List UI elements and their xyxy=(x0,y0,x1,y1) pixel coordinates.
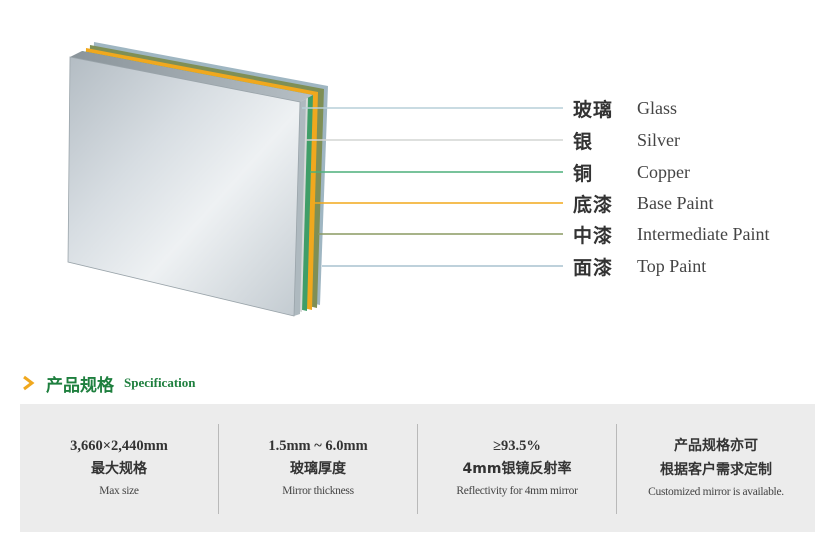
layer-label-en: Intermediate Paint xyxy=(637,223,770,244)
layer-label-top-paint: 面漆 Top Paint xyxy=(573,252,706,280)
layer-label-cn: 银 xyxy=(573,130,594,153)
layer-label-intermediate-paint: 中漆 Intermediate Paint xyxy=(573,220,769,248)
divider xyxy=(218,424,219,514)
spec-item-reflectivity: ≥93.5% 4mm银镜反射率 Reflectivity for 4mm mir… xyxy=(418,404,616,532)
specification-title-cn: 产品规格 xyxy=(46,375,114,396)
spec-value: 1.5mm ~ 6.0mm xyxy=(268,438,368,454)
spec-item-thickness: 1.5mm ~ 6.0mm 玻璃厚度 Mirror thickness xyxy=(219,404,417,532)
spec-item-customization: 产品规格亦可 根据客户需求定制 Customized mirror is ava… xyxy=(617,404,815,532)
spec-label-cn: 最大规格 xyxy=(91,461,147,477)
specification-title-en: Specification xyxy=(124,375,196,390)
glass-top-edge xyxy=(70,51,313,102)
layer-label-cn: 玻璃 xyxy=(573,98,614,121)
spec-value: 3,660×2,440mm xyxy=(70,438,168,454)
mirror-layer-diagram xyxy=(67,42,563,317)
spec-item-max-size: 3,660×2,440mm 最大规格 Max size xyxy=(20,404,218,532)
spec-label-cn-line1: 产品规格亦可 xyxy=(674,438,758,454)
layer-label-en: Glass xyxy=(637,97,677,118)
layer-label-en: Top Paint xyxy=(637,255,707,276)
layer-label-en: Base Paint xyxy=(637,192,714,213)
divider xyxy=(616,424,617,514)
spec-label-cn: 4mm银镜反射率 xyxy=(462,461,572,477)
layer-label-cn: 底漆 xyxy=(573,193,614,216)
spec-label-en: Reflectivity for 4mm mirror xyxy=(456,485,578,497)
layer-label-cn: 中漆 xyxy=(573,224,614,247)
glass-side-edge xyxy=(294,99,306,316)
divider xyxy=(417,424,418,514)
chevron-right-icon xyxy=(23,375,35,391)
specification-heading: 产品规格 Specification xyxy=(20,369,196,397)
spec-label-en: Max size xyxy=(99,485,139,497)
layer-label-cn: 面漆 xyxy=(573,256,614,279)
spec-label-en: Customized mirror is available. xyxy=(648,486,784,498)
spec-label-cn-line2: 根据客户需求定制 xyxy=(660,462,772,478)
layer-label-base-paint: 底漆 Base Paint xyxy=(573,189,714,217)
layer-label-en: Copper xyxy=(637,161,690,182)
layer-label-copper: 铜 Copper xyxy=(573,158,690,186)
layer-label-glass: 玻璃 Glass xyxy=(573,94,677,122)
spec-value: ≥93.5% xyxy=(493,438,541,454)
layer-label-cn: 铜 xyxy=(573,162,594,185)
specification-panel: 3,660×2,440mm 最大规格 Max size 1.5mm ~ 6.0m… xyxy=(20,404,815,532)
glass-front-face xyxy=(67,56,301,317)
spec-label-cn: 玻璃厚度 xyxy=(290,461,346,477)
spec-label-en: Mirror thickness xyxy=(282,485,354,497)
layer-label-en: Silver xyxy=(637,129,680,150)
layer-label-silver: 银 Silver xyxy=(573,126,680,154)
